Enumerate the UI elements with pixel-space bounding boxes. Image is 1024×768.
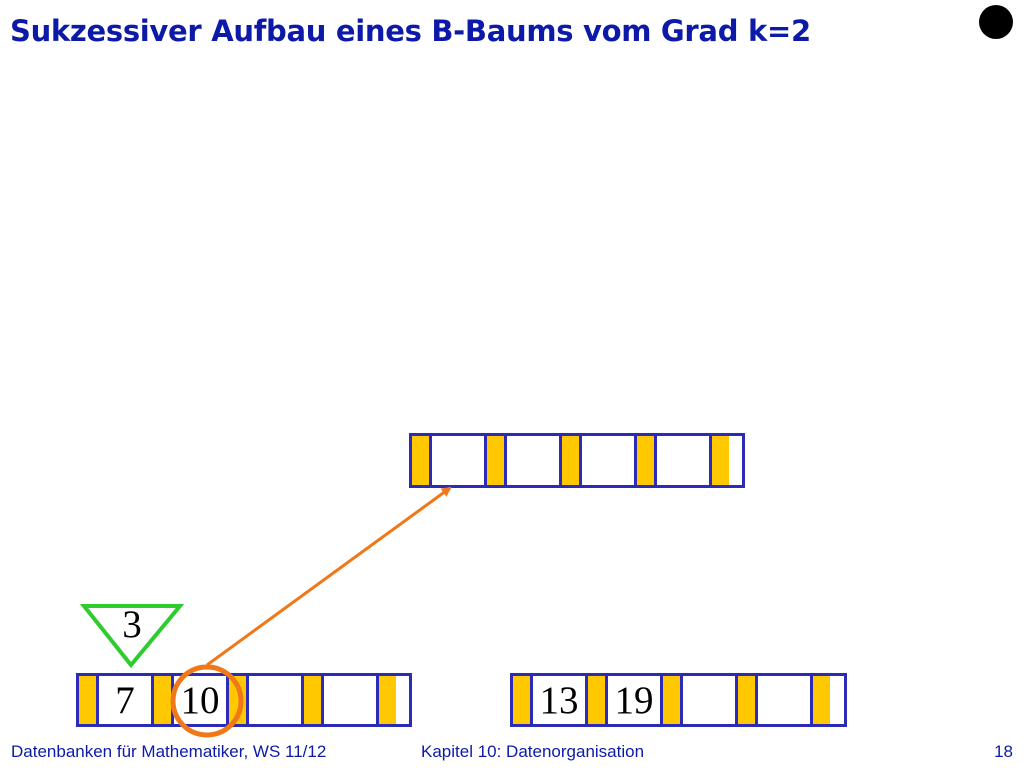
pointer-slot bbox=[562, 436, 582, 485]
footer-page-number: 18 bbox=[994, 742, 1013, 761]
pointer-slot bbox=[663, 676, 683, 724]
slide-title: Sukzessiver Aufbau eines B-Baums vom Gra… bbox=[10, 14, 811, 48]
split-arrow bbox=[206, 486, 452, 667]
key-slot: 10 bbox=[174, 676, 229, 724]
footer-course: Datenbanken für Mathematiker, WS 11/12 bbox=[11, 742, 327, 761]
pointer-slot bbox=[513, 676, 533, 724]
key-slot bbox=[582, 436, 637, 485]
footer-chapter: Kapitel 10: Datenorganisation bbox=[421, 742, 645, 761]
insert-triangle-icon bbox=[79, 604, 185, 669]
highlight-circle bbox=[170, 664, 244, 738]
pointer-slot bbox=[487, 436, 507, 485]
key-slot: 13 bbox=[533, 676, 588, 724]
key-slot bbox=[324, 676, 379, 724]
pointer-slot bbox=[712, 436, 729, 485]
key-slot bbox=[758, 676, 813, 724]
key-slot bbox=[432, 436, 487, 485]
black-dot-icon bbox=[979, 5, 1013, 39]
root-node bbox=[409, 433, 745, 488]
pointer-slot bbox=[738, 676, 758, 724]
right-leaf-node: 13 19 bbox=[510, 673, 847, 727]
key-slot bbox=[657, 436, 712, 485]
pointer-slot bbox=[813, 676, 830, 724]
pointer-slot bbox=[304, 676, 324, 724]
left-leaf-node: 7 10 bbox=[76, 673, 412, 727]
pointer-slot bbox=[79, 676, 99, 724]
pointer-slot bbox=[637, 436, 657, 485]
key-slot bbox=[507, 436, 562, 485]
pointer-slot bbox=[588, 676, 608, 724]
pointer-slot bbox=[379, 676, 396, 724]
key-slot bbox=[683, 676, 738, 724]
pointer-slot bbox=[412, 436, 432, 485]
insert-key-label: 3 bbox=[122, 603, 142, 646]
key-slot: 7 bbox=[99, 676, 154, 724]
key-slot: 19 bbox=[608, 676, 663, 724]
key-slot bbox=[249, 676, 304, 724]
